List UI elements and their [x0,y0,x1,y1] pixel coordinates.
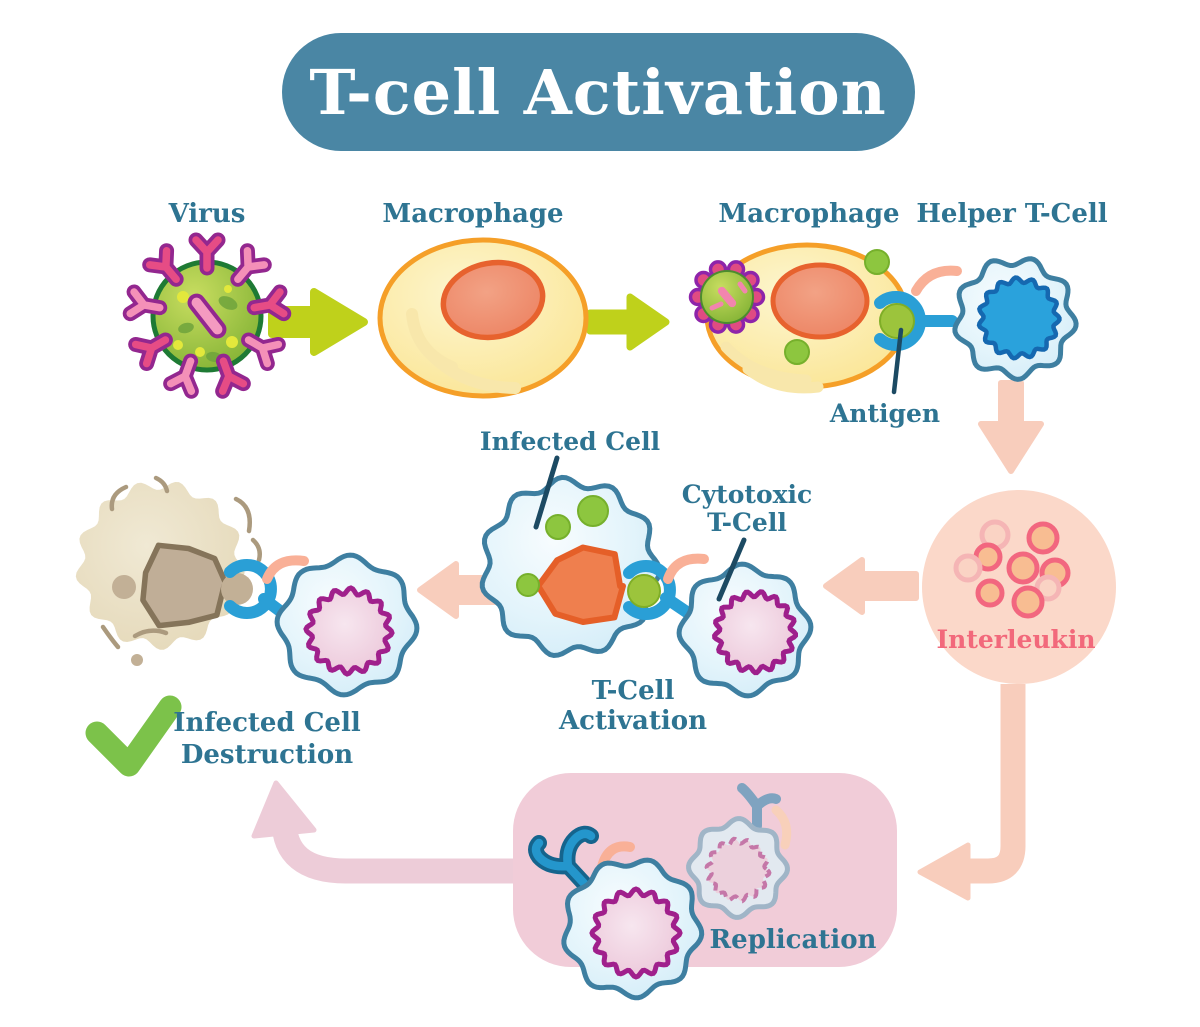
replicating-cell-nucleus [589,886,683,980]
infected-cell-nucleus [535,544,626,625]
destruction-label-line1: Infected Cell [173,708,361,738]
costimulation-arc [663,553,709,584]
daughter-cell-nucleus [704,836,772,904]
virus-illustration [130,240,284,391]
virus-inner-spots [173,285,238,363]
helper-t-cell-nucleus [976,275,1062,361]
macrophage-2-label: Macrophage [718,199,899,229]
presented-antigen-dot [627,574,661,608]
costimulation-arc-faded [771,805,792,850]
arrow-replication-to-destruction-shaft [271,819,520,884]
grabbed-fragment [221,573,253,605]
antigen-label: Antigen [829,399,940,428]
interleukin-circle [922,490,1116,684]
cytotoxic-label-line2: T-Cell [707,508,787,537]
replicating-t-cell [528,825,705,1001]
replication-scene: Replication [513,773,897,1001]
viral-antigen-dot [545,514,571,540]
dying-cell-granule [112,575,136,599]
costimulation-arc [911,265,962,296]
destruction-label-line2: Destruction [181,740,353,770]
interleukin-label: Interleukin [936,625,1095,654]
t-cell-activation-scene: Infected Cell Cytotoxic T-Cell T-Cell Ac… [479,427,814,736]
arrow-interleukin-to-replication-head [917,842,971,901]
macrophage-1-cytoplasm-arcs [406,308,521,394]
daughter-t-cell-faded [686,783,792,920]
cytotoxic-label-line1: Cytotoxic [682,480,813,509]
viral-antigen-dot [577,495,609,527]
presented-antigen-dot [879,303,915,339]
antigen-pointer-line [891,327,904,395]
arrow-interleukin-to-activation [823,557,919,615]
virus-label: Virus [168,199,246,229]
antigen-dot-bottom [784,339,810,365]
macrophage-1-nucleus [440,259,546,341]
infected-cell-label: Infected Cell [480,427,660,456]
arrow-helper-to-interleukin [978,380,1044,474]
virus-rna-rod [187,293,227,339]
arrow-interleukin-to-replication-shaft [966,684,1026,884]
title-banner [282,33,915,151]
viral-antigen-dot [516,573,540,597]
infected-cell-pointer-line [533,455,560,530]
helper-t-cell-label: Helper T-Cell [916,199,1107,229]
macrophage-2-illustration [688,242,910,394]
t-cell-activation-label-line2: Activation [558,706,707,736]
macrophage-1-label: Macrophage [382,199,563,229]
macrophage-2-nucleus [770,262,870,340]
infected-cell-destruction-scene: Infected Cell Destruction [75,475,420,777]
interleukin-molecules [953,519,1071,619]
arrow-replication-to-destruction-head [251,780,317,839]
engulfed-virus [688,260,766,334]
dying-cell-nucleus [140,542,230,629]
t-cell-receptor [874,291,926,351]
dying-cell-granule [131,654,143,666]
replication-label: Replication [710,925,877,955]
flow-arrow-virus-to-macrophage [268,288,368,356]
checkmark-icon [85,695,182,777]
macrophage-1-illustration [377,237,589,399]
cytotoxic-pointer-line [716,537,747,602]
interleukin-illustration: Interleukin [922,490,1116,684]
antigen-dot-top [864,249,890,275]
flow-arrow-macrophage-to-macrophage [586,293,670,351]
cytotoxic-t-cell-nucleus [712,589,798,676]
killer-t-cell-nucleus [303,585,395,677]
macrophage-2-cytoplasm-arcs [720,341,824,394]
t-cell-receptor [623,560,676,620]
t-cell-activation-label-line1: T-Cell [592,676,675,706]
costimulation-arc [262,555,309,584]
page-title: T-cell Activation [309,56,886,129]
t-cell-receptor [224,559,277,619]
helper-t-cell-illustration [874,256,1079,395]
dying-cell-fragments [100,475,262,650]
y-receptor-faded [737,783,781,831]
